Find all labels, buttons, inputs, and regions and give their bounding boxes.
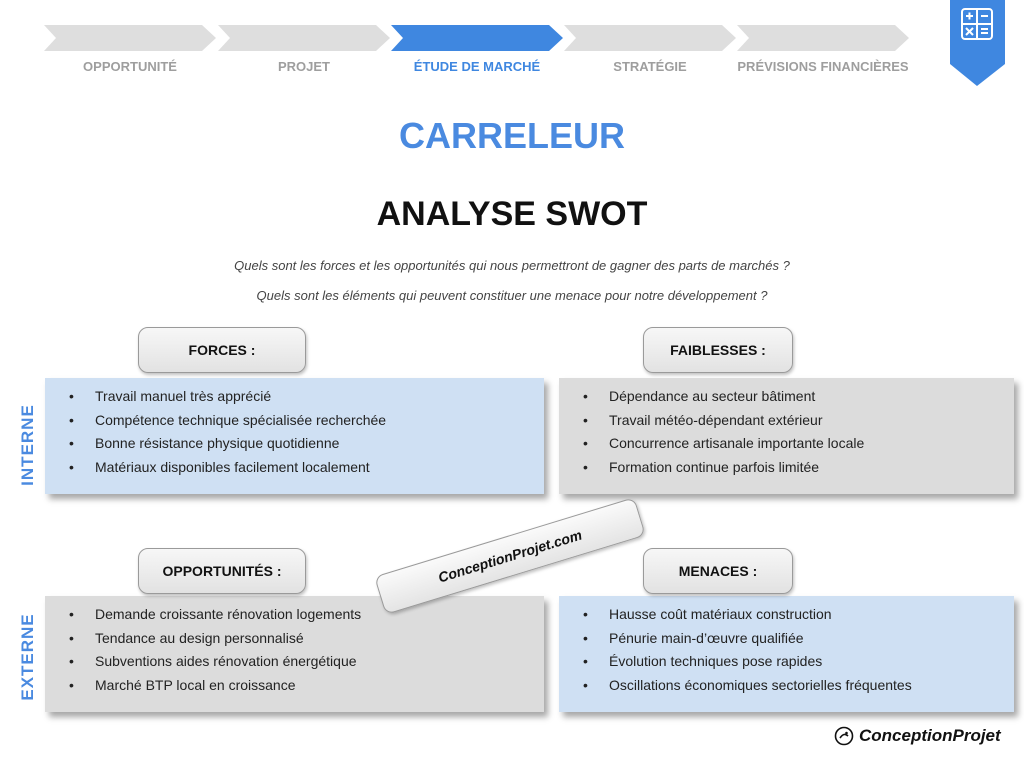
faiblesses-item-3: Concurrence artisanale importante locale bbox=[609, 435, 865, 451]
bullet-dot: • bbox=[69, 435, 74, 451]
nav-arrow-etude-de-marche[interactable] bbox=[391, 25, 563, 51]
bullet-dot: • bbox=[583, 435, 588, 451]
forces-list: • Travail manuel très apprécié • Compétenc… bbox=[67, 385, 386, 479]
menaces-list: • Hausse coût matériaux construction • Pén… bbox=[581, 603, 912, 697]
bullet-dot: • bbox=[583, 388, 588, 404]
nav-arrow-strategie[interactable] bbox=[564, 25, 736, 51]
nav-label-projet[interactable]: PROJET bbox=[277, 59, 330, 74]
opportunites-item-2: Tendance au design personnalisé bbox=[95, 629, 304, 646]
bullet-dot: • bbox=[69, 606, 74, 622]
nav-label-previsions[interactable]: PRÉVISIONS FINANCIÈRES bbox=[737, 59, 909, 74]
bullet-dot: • bbox=[69, 676, 74, 693]
swot-title: ANALYSE SWOT bbox=[376, 195, 648, 233]
bullet-dot: • bbox=[583, 606, 588, 622]
list-item: • Subventions aides rénovation énergétiqu… bbox=[67, 650, 361, 674]
menaces-item-3: Évolution techniques pose rapides bbox=[609, 653, 823, 669]
nav-label-strategie[interactable]: STRATÉGIE bbox=[613, 59, 687, 74]
calculator-icon bbox=[961, 8, 993, 40]
list-item: • Oscillations économiques sectorielles f… bbox=[581, 674, 912, 698]
logo-text: ConceptionProjet bbox=[859, 726, 1001, 745]
menaces-item-2: Pénurie main-d’œuvre qualifiée bbox=[609, 629, 804, 646]
forces-item-4: Matériaux disponibles facilement localem… bbox=[95, 458, 370, 475]
bullet-dot: • bbox=[583, 676, 588, 693]
bullet-dot: • bbox=[69, 629, 74, 646]
list-item: • Pénurie main-d’œuvre qualifiée bbox=[581, 627, 912, 651]
menaces-heading: MENACES : bbox=[643, 548, 793, 594]
menaces-box: • Hausse coût matériaux construction • Pén… bbox=[559, 596, 1014, 712]
question-1: Quels sont les forces et les opportunité… bbox=[234, 258, 790, 273]
bullet-dot: • bbox=[69, 653, 74, 669]
forces-box: • Travail manuel très apprécié • Compétenc… bbox=[45, 378, 544, 494]
forces-item-2: Compétence technique spécialisée recherc… bbox=[95, 411, 387, 428]
menaces-item-4: Oscillations économiques sectorielles fr… bbox=[609, 676, 912, 693]
list-item: • Travail manuel très apprécié bbox=[67, 385, 386, 409]
forces-item-1: Travail manuel très apprécié bbox=[95, 388, 272, 404]
opportunites-heading: OPPORTUNITÉS : bbox=[138, 548, 306, 594]
page-title: CARRELEUR bbox=[398, 115, 625, 156]
opportunites-item-3: Subventions aides rénovation énergétique bbox=[95, 653, 357, 669]
brand-logo[interactable]: ConceptionProjet bbox=[834, 726, 1001, 746]
bullet-dot: • bbox=[69, 458, 74, 475]
progress-arrows bbox=[44, 0, 1005, 86]
opportunites-box: • Demande croissante rénovation logements… bbox=[45, 596, 544, 712]
faiblesses-item-4: Formation continue parfois limitée bbox=[609, 458, 820, 475]
nav-arrow-previsions[interactable] bbox=[737, 25, 909, 51]
list-item: • Matériaux disponibles facilement locale… bbox=[67, 456, 386, 480]
bulb-icon bbox=[834, 726, 854, 746]
faiblesses-list: • Dépendance au secteur bâtiment • Travail… bbox=[581, 385, 864, 479]
list-item: • Concurrence artisanale importante local… bbox=[581, 432, 864, 456]
list-item: • Bonne résistance physique quotidienne bbox=[67, 432, 386, 456]
opportunites-item-1: Demande croissante rénovation logements bbox=[95, 606, 362, 622]
faiblesses-heading: FAIBLESSES : bbox=[643, 327, 793, 373]
side-label-internal: INTERNE bbox=[18, 404, 37, 486]
bullet-dot: • bbox=[583, 411, 588, 428]
question-2: Quels sont les éléments qui peuvent cons… bbox=[256, 288, 768, 303]
opportunites-list: • Demande croissante rénovation logements… bbox=[67, 603, 361, 697]
menaces-item-1: Hausse coût matériaux construction bbox=[609, 606, 832, 622]
nav-arrow-opportunite[interactable] bbox=[44, 25, 216, 51]
opportunites-item-4: Marché BTP local en croissance bbox=[95, 676, 296, 693]
list-item: • Hausse coût matériaux construction bbox=[581, 603, 912, 627]
list-item: • Compétence technique spécialisée recher… bbox=[67, 409, 386, 433]
list-item: • Marché BTP local en croissance bbox=[67, 674, 361, 698]
nav-label-opportunite[interactable]: OPPORTUNITÉ bbox=[83, 59, 177, 74]
forces-heading: FORCES : bbox=[138, 327, 306, 373]
side-label-external: EXTERNE bbox=[18, 613, 37, 701]
bullet-dot: • bbox=[583, 458, 588, 475]
list-item: • Tendance au design personnalisé bbox=[67, 627, 361, 651]
list-item: • Formation continue parfois limitée bbox=[581, 456, 864, 480]
list-item: • Demande croissante rénovation logements bbox=[67, 603, 361, 627]
bullet-dot: • bbox=[583, 629, 588, 646]
bullet-dot: • bbox=[583, 653, 588, 669]
bullet-dot: • bbox=[69, 411, 74, 428]
bullet-dot: • bbox=[69, 388, 74, 404]
nav-arrow-projet[interactable] bbox=[218, 25, 390, 51]
list-item: • Dépendance au secteur bâtiment bbox=[581, 385, 864, 409]
faiblesses-item-2: Travail météo-dépendant extérieur bbox=[609, 411, 823, 428]
faiblesses-box: • Dépendance au secteur bâtiment • Travail… bbox=[559, 378, 1014, 494]
forces-item-3: Bonne résistance physique quotidienne bbox=[95, 435, 340, 451]
faiblesses-item-1: Dépendance au secteur bâtiment bbox=[609, 388, 816, 404]
list-item: • Travail météo-dépendant extérieur bbox=[581, 409, 864, 433]
list-item: • Évolution techniques pose rapides bbox=[581, 650, 912, 674]
nav-label-etude-de-marche[interactable]: ÉTUDE DE MARCHÉ bbox=[413, 59, 541, 74]
